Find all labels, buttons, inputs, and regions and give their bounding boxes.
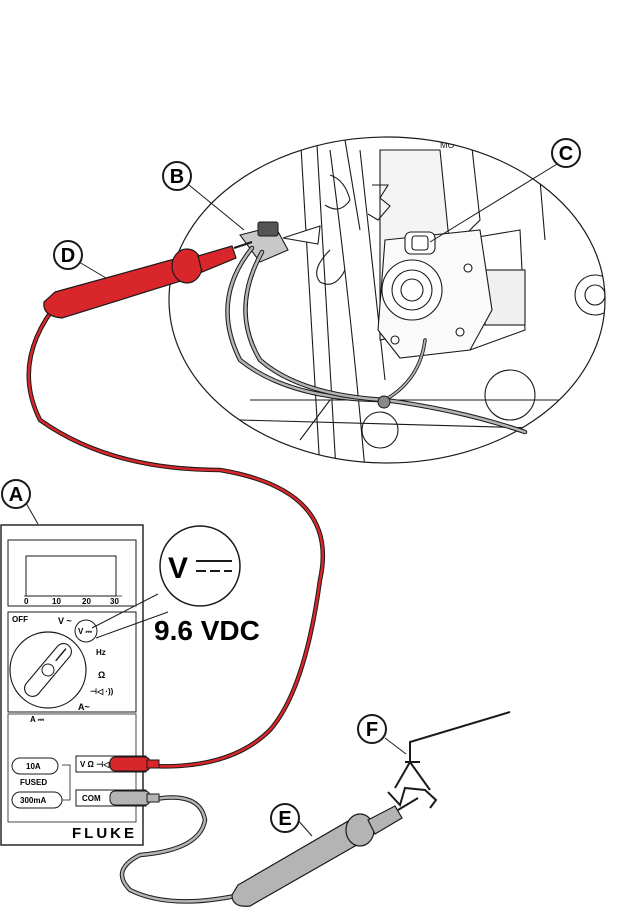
callout-f-label: F (366, 719, 378, 741)
red-plug (109, 756, 151, 772)
lcd-display (25, 555, 117, 597)
callout-e-label: E (278, 808, 291, 830)
jack-10a-label: 10A (26, 762, 41, 771)
scale-label-20: 20 (82, 597, 91, 606)
scale-label-30: 30 (110, 597, 119, 606)
multimeter: 0 10 20 30 OFF V ~ V ⎓ Hz Ω ⊣◁ ·)) A~ A … (0, 524, 160, 846)
fused-label: FUSED (20, 778, 47, 787)
jack-v-ohm-label: V Ω ⊣◁ (80, 760, 110, 769)
callout-b: B (162, 161, 192, 191)
dial-vac-label: V ~ (58, 616, 72, 626)
dial-knob[interactable] (21, 640, 74, 699)
jack-com-label: COM (82, 794, 101, 803)
harness-wires (225, 245, 528, 435)
engine-linework: MO (239, 137, 605, 463)
voltage-reading: 9.6 VDC (154, 615, 260, 646)
leader-lines (25, 160, 563, 837)
gray-test-lead (119, 795, 419, 907)
zoom-circle (159, 525, 241, 607)
dial-diode-label: ⊣◁ ·)) (90, 687, 114, 696)
gray-plug (109, 790, 151, 806)
jack-300ma-label: 300mA (20, 796, 46, 805)
callout-f: F (357, 714, 387, 744)
connector-detail-inset: MO (168, 136, 606, 464)
callout-d-label: D (61, 245, 75, 267)
dial-ohm-label: Ω (98, 670, 105, 680)
jack-10a[interactable] (11, 757, 59, 775)
svg-text:MO: MO (440, 140, 455, 150)
scale-label-0: 0 (24, 597, 29, 606)
dial-off-label: OFF (12, 615, 28, 624)
red-test-lead (26, 241, 326, 769)
brand-label: FLUKE (72, 825, 137, 842)
ground-point (387, 711, 511, 809)
callout-c-label: C (559, 143, 573, 165)
scale-label-10: 10 (52, 597, 61, 606)
callout-e: E (270, 803, 300, 833)
dial-vdc-label: V ⎓ (78, 627, 93, 636)
dial-hz-label: Hz (96, 648, 106, 657)
callout-c: C (551, 138, 581, 168)
callout-d: D (53, 240, 83, 270)
dial-aac-label: A~ (78, 702, 90, 712)
callout-a: A (1, 479, 31, 509)
callout-b-label: B (170, 166, 184, 188)
adc-label: A ⎓ (30, 715, 45, 724)
zoom-symbol: V (168, 552, 188, 585)
backprobe-connector (239, 221, 321, 263)
callout-a-label: A (9, 484, 23, 506)
voltage-zoom-bubble: V (74, 525, 241, 643)
